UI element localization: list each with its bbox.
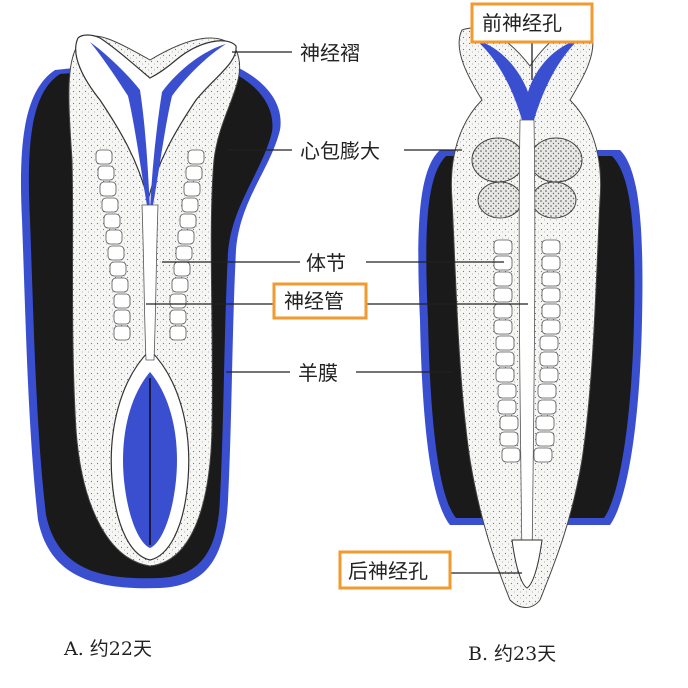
embryo-b (418, 27, 643, 608)
leader-lines (146, 42, 533, 574)
caption-a: A. 约22天 (63, 638, 152, 660)
neural-groove-upper-a (90, 42, 226, 222)
anterior-neuropore-blue (476, 40, 578, 128)
label-anterior-neuropore: 前神经孔 (482, 11, 562, 35)
somites-a (95, 149, 205, 341)
highlight-box-anterior-neuropore (470, 2, 594, 44)
label-somite: 体节 (306, 251, 346, 275)
somites-b (493, 239, 561, 463)
neural-tube-closed-a (141, 204, 159, 361)
label-neural-tube: 神经管 (284, 289, 344, 313)
labels: 神经褶 心包膨大 体节 神经管 羊膜 前神经孔 后神经孔 (272, 2, 594, 590)
label-amnion: 羊膜 (298, 361, 338, 385)
highlight-box-neural-tube (272, 282, 368, 320)
brain-lobes-b (471, 137, 583, 219)
label-posterior-neuropore: 后神经孔 (348, 559, 428, 583)
label-pericardial-bulge: 心包膨大 (300, 139, 380, 163)
label-neural-fold: 神经褶 (300, 41, 360, 65)
caption-b: B. 约23天 (468, 643, 556, 665)
posterior-neuropore-b (511, 539, 543, 589)
embryo-a (20, 34, 281, 589)
highlight-box-posterior-neuropore (338, 550, 452, 590)
neural-tube-b (518, 119, 536, 561)
